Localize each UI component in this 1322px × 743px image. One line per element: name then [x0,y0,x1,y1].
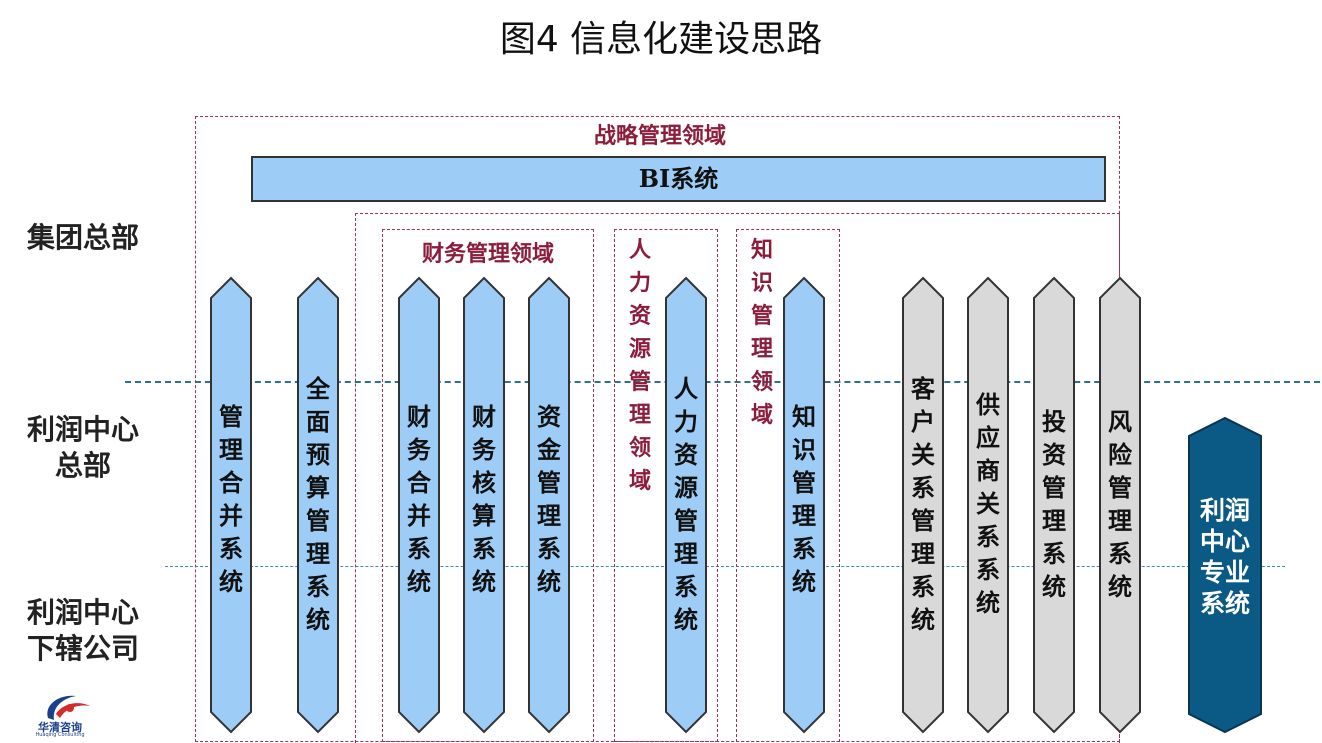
system-arrow-3 [398,276,440,734]
system-arrow-8 [902,276,944,734]
system-label-8: 客户关系管理系统 [911,374,935,634]
system-label-6: 人力资源管理系统 [674,374,698,634]
hr-domain-label: 人力资源管理领域 [628,237,651,494]
finance-domain-label: 财务管理领域 [421,241,554,267]
bi-system-bar: BI系统 [251,156,1106,202]
system-arrow-4 [463,276,505,734]
level-group-hq: 集团总部 [26,221,139,254]
system-label-9: 供应商关系系统 [976,390,1000,617]
divider-line-upper [125,381,1320,383]
system-arrow-shape [1188,416,1262,734]
hr-domain-box [614,229,718,742]
level-profit-center-hq: 利润中心 总部 [26,413,139,482]
system-label-1: 管理合并系统 [219,402,243,596]
system-arrow-9 [967,276,1009,734]
system-arrow-shape [398,276,440,734]
system-arrow-shape [1033,276,1075,734]
system-label-7: 知识管理系统 [792,402,816,596]
system-arrow-11 [1099,276,1141,734]
system-arrow-shape [1099,276,1141,734]
system-label-11: 风险管理系统 [1108,407,1132,601]
system-arrow-5 [528,276,570,734]
system-label-12: 利润中心专业系统 [1199,496,1250,618]
knowledge-domain-box [736,229,840,742]
system-label-3: 财务合并系统 [407,402,431,596]
system-arrow-shape [528,276,570,734]
system-label-5: 资金管理系统 [537,402,561,596]
system-label-4: 财务核算系统 [472,402,496,596]
system-arrow-6 [665,276,707,734]
system-arrow-1 [210,276,252,734]
logo-name: 华清咨询 [38,721,82,734]
system-arrow-shape [902,276,944,734]
system-arrow-shape [210,276,252,734]
system-arrow-shape [783,276,825,734]
company-logo-icon [47,695,90,720]
system-arrow-shape [463,276,505,734]
system-arrow-2 [297,276,339,734]
system-arrow-shape [967,276,1009,734]
knowledge-domain-label: 知识管理领域 [750,237,773,428]
divider-line-lower [165,566,1285,567]
level-profit-center-sub: 利润中心 下辖公司 [26,596,139,665]
system-arrow-7 [783,276,825,734]
strategy-domain-label: 战略管理领域 [593,123,726,149]
diagram-title: 图4 信息化建设思路 [499,19,823,60]
system-arrow-shape [665,276,707,734]
finance-domain-box [382,229,594,742]
system-arrow-12 [1188,416,1262,734]
system-label-10: 投资管理系统 [1042,407,1066,601]
system-label-2: 全面预算管理系统 [306,374,330,634]
logo-subtitle: Huaqing Consulting [35,732,85,738]
system-arrow-shape [297,276,339,734]
system-arrow-10 [1033,276,1075,734]
